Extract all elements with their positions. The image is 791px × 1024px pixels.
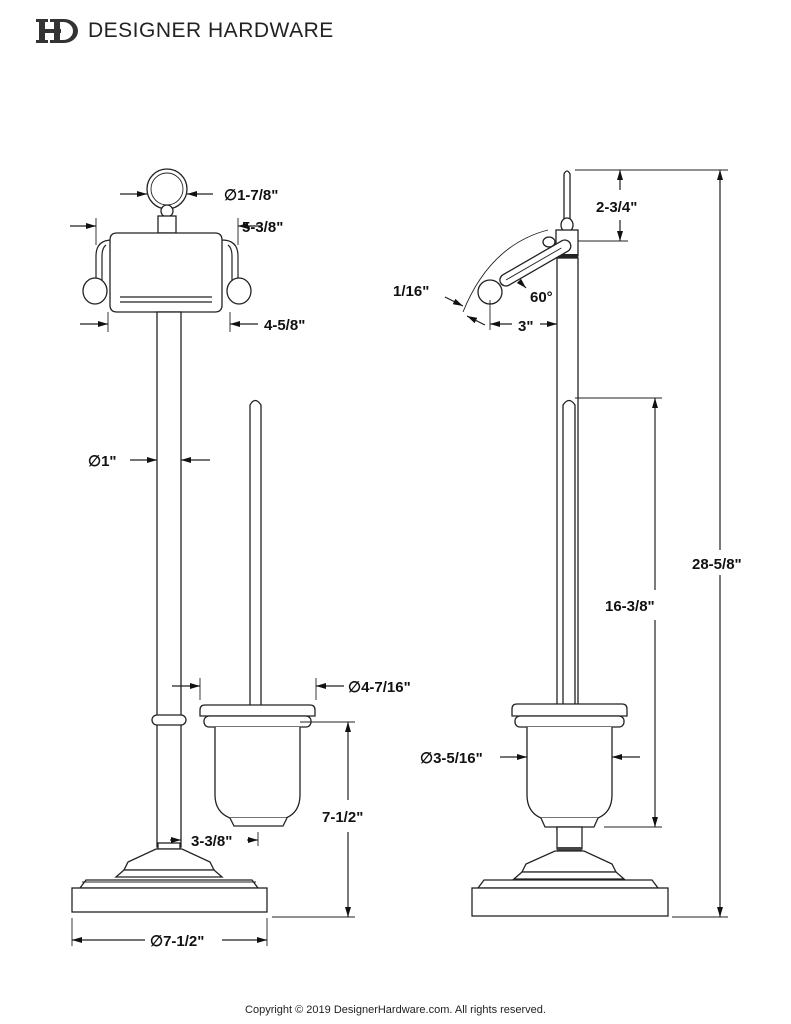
brush-holder-height-label: 7-1/2" bbox=[322, 809, 363, 826]
ring-icon bbox=[146, 168, 188, 210]
overall-height-label: 28-5/8" bbox=[692, 556, 742, 573]
arm-gap-label: 1/16" bbox=[393, 283, 429, 300]
paper-holder-cover bbox=[109, 232, 223, 313]
cover-width-label: 4-5/8" bbox=[264, 317, 305, 334]
front-view bbox=[71, 168, 316, 913]
base-plate bbox=[71, 887, 268, 913]
brush-holder-diameter-label: ∅4-7/16" bbox=[348, 679, 411, 696]
side-view bbox=[462, 170, 669, 917]
post-diameter-label: ∅1" bbox=[88, 453, 117, 470]
brush-cup bbox=[214, 727, 301, 819]
top-finial bbox=[563, 170, 571, 232]
left-ball bbox=[82, 277, 108, 305]
arm-reach-label: 3" bbox=[518, 318, 533, 335]
brand-header: DESIGNER HARDWARE bbox=[36, 16, 334, 46]
brand-name: DESIGNER HARDWARE bbox=[88, 19, 334, 42]
post bbox=[156, 311, 182, 848]
ring-mount bbox=[157, 215, 177, 234]
brush-height-label: 16-3/8" bbox=[605, 598, 655, 615]
designer-hardware-logo-icon bbox=[36, 19, 78, 43]
side-base-plate bbox=[471, 887, 669, 917]
brush-handle bbox=[249, 399, 262, 708]
brush-cup-rim bbox=[199, 704, 316, 717]
side-dimensions: 2-3/4" 1/16" 60° 3" 16-3/8" 28-5/8" ∅3-5… bbox=[393, 169, 742, 918]
base-diameter-label: ∅7-1/2" bbox=[150, 933, 204, 950]
front-dimensions: ∅1-7/8" 5-3/8" 4-5/8" ∅1" ∅4-7/16" 3-3/8… bbox=[70, 187, 411, 950]
post-offset-label: 3-3/8" bbox=[191, 833, 232, 850]
arm-angle-label: 60° bbox=[530, 289, 553, 306]
side-brush-handle bbox=[562, 399, 576, 708]
ring-diameter-label: ∅1-7/8" bbox=[224, 187, 278, 204]
collar bbox=[151, 714, 187, 726]
copyright-notice: Copyright © 2019 DesignerHardware.com. A… bbox=[245, 1004, 546, 1016]
holder-width-label: 5-3/8" bbox=[242, 219, 283, 236]
right-ball bbox=[226, 277, 252, 305]
cup-diameter-label: ∅3-5/16" bbox=[420, 750, 483, 767]
side-brush-cup bbox=[526, 727, 613, 819]
top-post-height-label: 2-3/4" bbox=[596, 199, 637, 216]
